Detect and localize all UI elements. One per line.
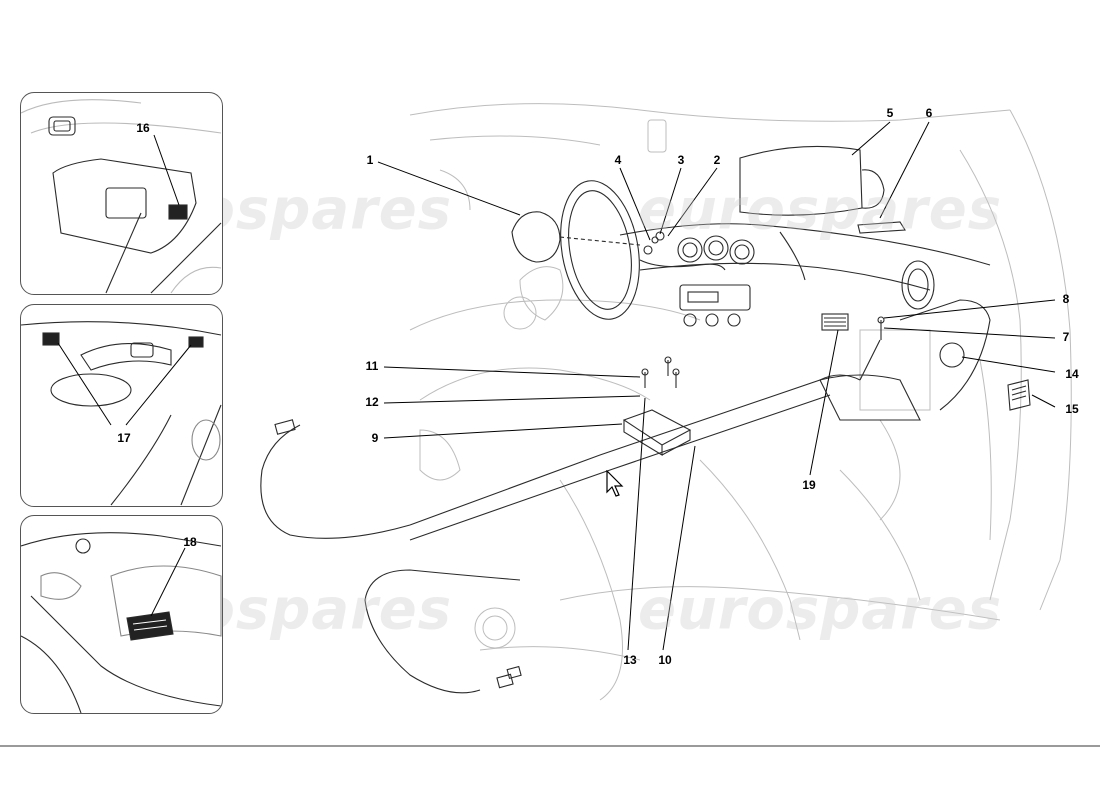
callout-10: 10 bbox=[658, 653, 672, 667]
callout-13: 13 bbox=[623, 653, 637, 667]
callout-16: 16 bbox=[136, 121, 150, 135]
callout-8: 8 bbox=[1062, 292, 1070, 306]
callout-4: 4 bbox=[614, 153, 622, 167]
callout-11: 11 bbox=[365, 359, 379, 373]
inset-bonnet-label: 18 bbox=[20, 515, 223, 714]
callout-3: 3 bbox=[677, 153, 685, 167]
callout-12: 12 bbox=[365, 395, 379, 409]
callout-15: 15 bbox=[1065, 402, 1079, 416]
callout-6: 6 bbox=[925, 106, 933, 120]
callout-5: 5 bbox=[886, 106, 894, 120]
callout-9: 9 bbox=[371, 431, 379, 445]
callout-1: 1 bbox=[366, 153, 374, 167]
mouse-pointer-icon bbox=[606, 470, 624, 497]
inset-sun-visor: 16 bbox=[20, 92, 223, 295]
callout-2: 2 bbox=[713, 153, 721, 167]
callout-17: 17 bbox=[117, 431, 131, 445]
callout-14: 14 bbox=[1065, 367, 1079, 381]
callout-18: 18 bbox=[183, 535, 197, 549]
callout-7: 7 bbox=[1062, 330, 1070, 344]
callout-19: 19 bbox=[802, 478, 816, 492]
bottom-divider bbox=[0, 745, 1100, 747]
inset-rearview-mirror: 17 bbox=[20, 304, 223, 507]
